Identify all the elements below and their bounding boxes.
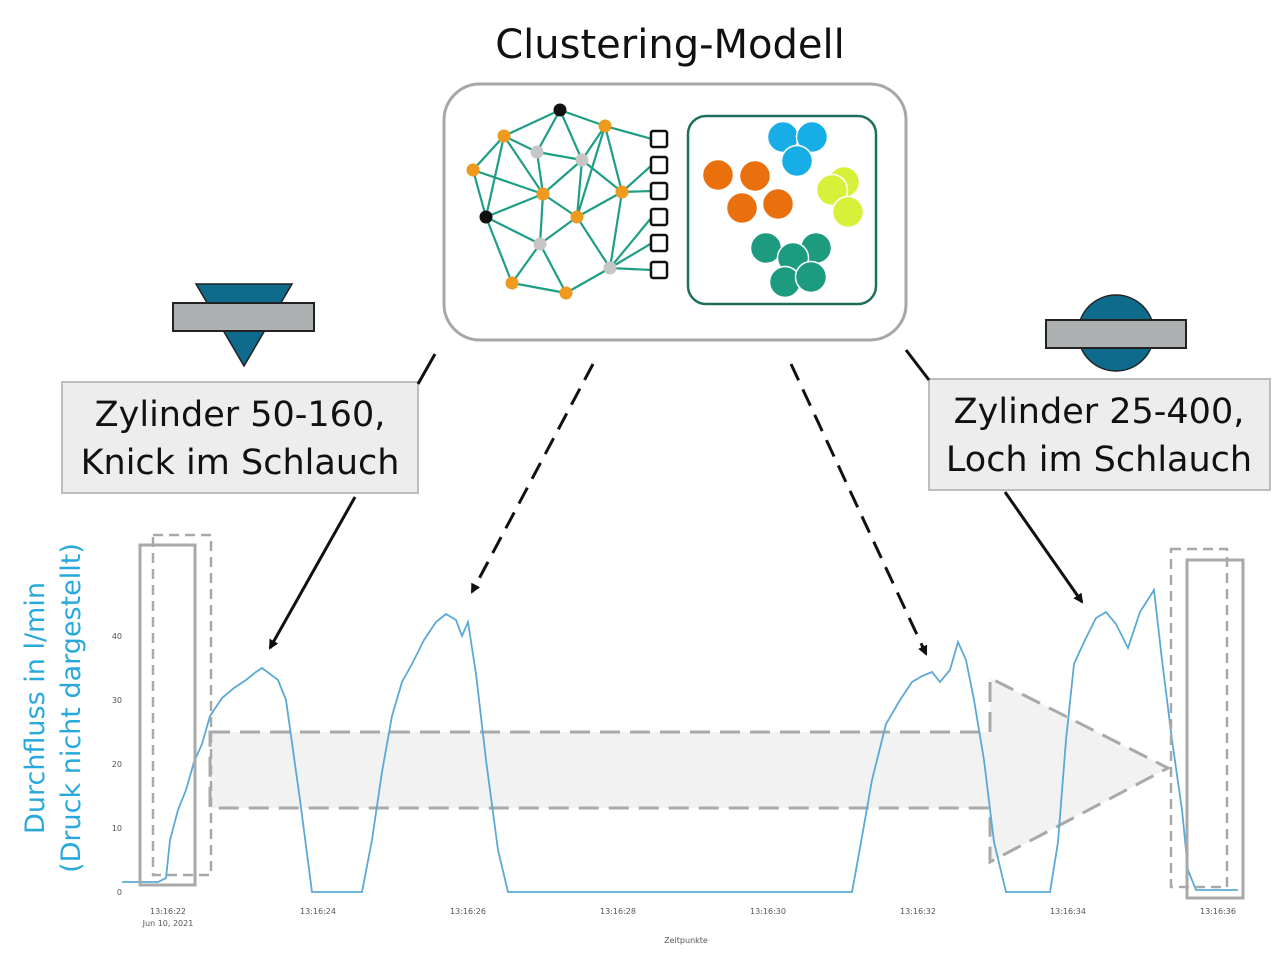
x-tick-label: 13:16:34 (1050, 907, 1086, 916)
x-tick-label: 13:16:24 (300, 907, 336, 916)
connector-left (416, 353, 437, 385)
x-tick-label: 13:16:28 (600, 907, 636, 916)
window-start-solid (138, 543, 197, 887)
arrow-to-first-peak (268, 496, 357, 650)
x-axis-label: Zeitpunkte (664, 936, 708, 945)
dashed-arrow-second-peak (470, 363, 595, 594)
left-label-line2: Knick im Schlauch (81, 443, 400, 483)
x-axis-date: Jun 10, 2021 (142, 919, 194, 928)
right-label-box: Zylinder 25-400, Loch im Schlauch (928, 378, 1271, 491)
sliding-window-arrow (208, 675, 1172, 865)
window-end-solid (1185, 558, 1245, 900)
right-label-line2: Loch im Schlauch (946, 440, 1252, 480)
x-tick-label: 13:16:32 (900, 907, 936, 916)
connector-right (904, 349, 931, 381)
x-tick-label: 13:16:26 (450, 907, 486, 916)
window-start-dashed (151, 533, 213, 877)
flow-chart: 0 10 20 30 40 13:16:22 13:16:24 13:16:26 13:16:… (112, 587, 1238, 945)
cylinder-kink-symbol-icon (172, 283, 315, 368)
flow-signal-line (122, 587, 1238, 893)
diagram-title: Clustering-Modell (495, 22, 844, 68)
arrow-to-last-peak (1003, 491, 1084, 604)
clusters-icon (701, 120, 865, 299)
y-axis-label-line2: (Druck nicht dargestellt) (56, 543, 87, 873)
right-label-line1: Zylinder 25-400, (954, 392, 1245, 432)
left-label-box: Zylinder 50-160, Knick im Schlauch (61, 381, 419, 494)
y-tick-label: 40 (112, 632, 122, 641)
y-axis-label-line1: Durchfluss in l/min (20, 582, 51, 834)
y-tick-label: 30 (112, 696, 122, 705)
y-tick-label: 20 (112, 760, 122, 769)
neural-network-icon (466, 103, 669, 300)
x-tick-label: 13:16:30 (750, 907, 786, 916)
x-tick-label: 13:16:36 (1200, 907, 1236, 916)
x-tick-label: 13:16:22 (150, 907, 186, 916)
cylinder-hole-symbol-icon (1045, 294, 1187, 372)
y-tick-label: 0 (117, 888, 122, 897)
window-end-dashed (1169, 547, 1229, 889)
dashed-arrow-third-peak (789, 363, 928, 656)
y-tick-label: 10 (112, 824, 122, 833)
left-label-line1: Zylinder 50-160, (95, 395, 386, 435)
